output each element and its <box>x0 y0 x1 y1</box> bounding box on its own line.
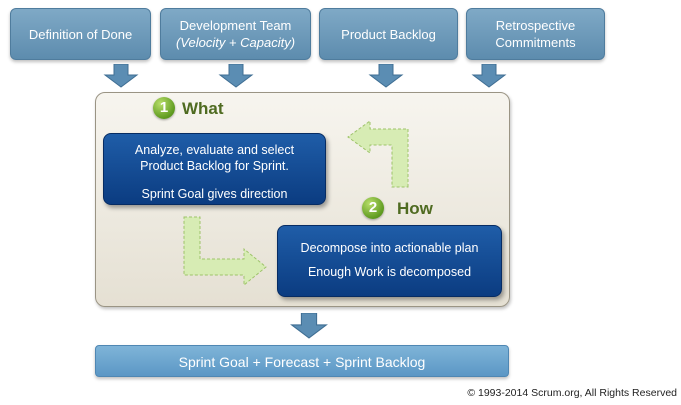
step-number: 2 <box>368 199 378 216</box>
input-label: Definition of Done <box>28 26 133 42</box>
what-line: Product Backlog for Sprint. <box>140 159 289 173</box>
input-definition-of-done: Definition of Done <box>10 8 151 60</box>
what-line: Analyze, evaluate and select <box>134 143 295 157</box>
step-2-badge: 2 <box>362 197 384 219</box>
output-box: Sprint Goal + Forecast + Sprint Backlog <box>95 345 509 377</box>
down-arrow-icon <box>103 64 139 88</box>
step-1-label: What <box>182 99 224 118</box>
sprint-planning-panel: 1 What Analyze, evaluate and select Prod… <box>95 92 510 307</box>
input-label: Development Team <box>179 18 292 33</box>
how-line: Decompose into actionable plan <box>300 241 479 255</box>
input-development-team: Development Team (Velocity + Capacity) <box>160 8 311 60</box>
input-label: Product Backlog <box>341 26 436 42</box>
input-product-backlog: Product Backlog <box>319 8 458 60</box>
down-arrow-icon <box>218 64 254 88</box>
loop-back-arrow-icon <box>347 120 409 188</box>
down-arrow-icon <box>290 313 328 339</box>
down-arrow-icon <box>368 64 404 88</box>
flow-arrow-icon <box>183 216 267 287</box>
step-number: 1 <box>159 99 169 116</box>
what-box: Analyze, evaluate and select Product Bac… <box>103 133 326 205</box>
input-retrospective-commitments: Retrospective Commitments <box>466 8 605 60</box>
step-2-label: How <box>397 199 433 218</box>
copyright-text: © 1993-2014 Scrum.org, All Rights Reserv… <box>467 387 677 399</box>
input-sublabel: (Velocity + Capacity) <box>175 35 296 50</box>
down-arrow-icon <box>471 64 507 88</box>
how-line: Enough Work is decomposed <box>307 265 472 279</box>
input-label: Retrospective Commitments <box>495 18 576 50</box>
step-1-badge: 1 <box>153 97 175 119</box>
what-line: Sprint Goal gives direction <box>141 187 288 201</box>
how-box: Decompose into actionable plan Enough Wo… <box>277 225 502 297</box>
